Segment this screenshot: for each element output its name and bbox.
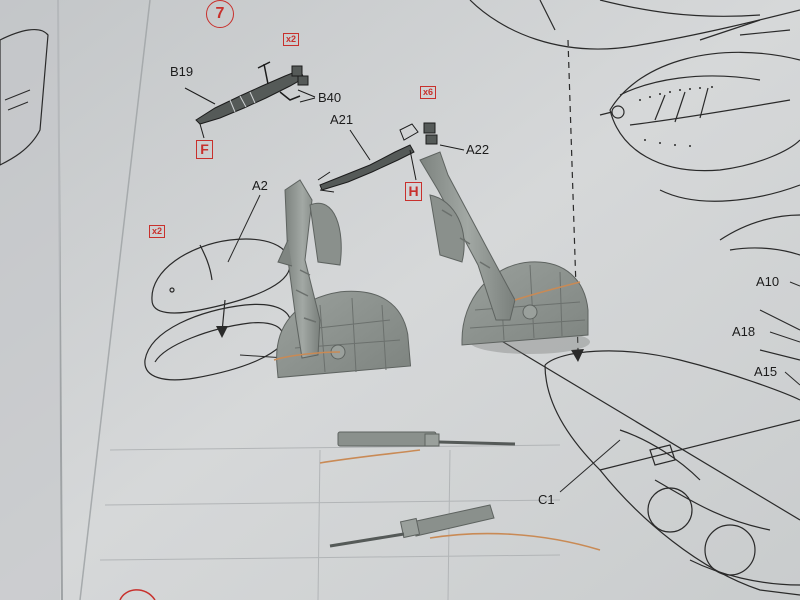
callout-f: F [196, 140, 213, 159]
right-part-leader-lines [769, 281, 800, 386]
label-a21: A21 [330, 112, 354, 127]
label-b40: B40 [318, 90, 342, 105]
quantity-x6: x6 [420, 86, 437, 99]
label-b19: B19 [170, 64, 194, 79]
left-page-area [0, 0, 60, 600]
label-a22: A22 [466, 142, 490, 157]
c1-leader-line [559, 439, 621, 493]
label-a2: A2 [252, 178, 268, 193]
left-page-part-outline [0, 28, 49, 166]
label-a18: A18 [732, 324, 756, 339]
a21-strut-drawing [317, 122, 465, 193]
a2-leader-line [227, 194, 261, 263]
fuselage-line-art [469, 0, 800, 256]
label-c1: C1 [538, 492, 555, 507]
right-landing-gear-part [419, 151, 590, 354]
quantity-x2-top: x2 [283, 33, 300, 46]
label-a10: A10 [756, 274, 780, 289]
door-assembly-arrow [216, 326, 228, 338]
left-landing-gear-part [273, 179, 412, 379]
loose-oleo-strut-upper [319, 431, 516, 464]
label-a15: A15 [754, 364, 778, 379]
wing-line-art [499, 309, 800, 596]
faint-grid [99, 444, 561, 600]
loose-oleo-strut-lower [329, 504, 601, 551]
left-page-detail-lines [4, 89, 31, 111]
quantity-x2-left: x2 [149, 225, 166, 238]
rivet-dots [639, 86, 713, 147]
step-number-badge: 7 [206, 0, 234, 28]
b19-strut-drawing [184, 61, 316, 139]
sheet-edge-line [79, 0, 151, 600]
next-step-circle-fragment [119, 589, 156, 600]
callout-h: H [405, 182, 422, 201]
